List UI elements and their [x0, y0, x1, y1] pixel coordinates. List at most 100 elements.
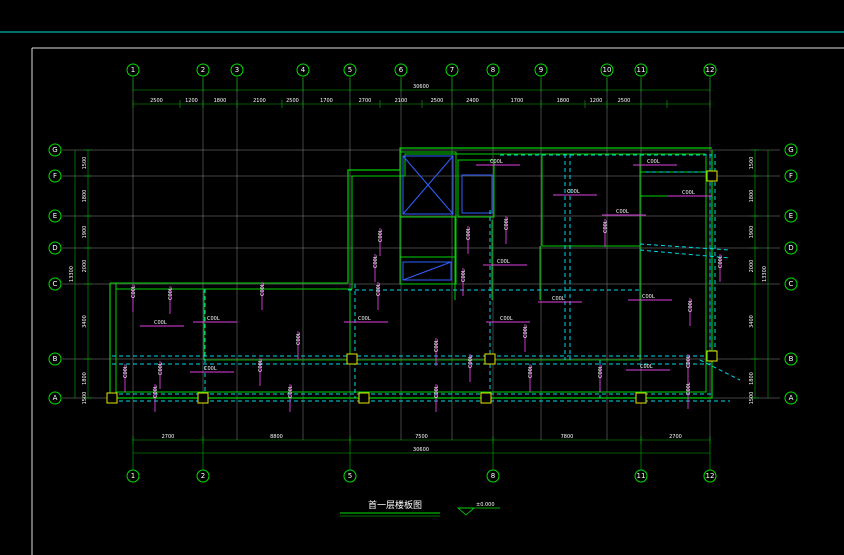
axis-bubble-top-3: 3 — [230, 63, 244, 77]
slab-label: C00L — [603, 220, 609, 233]
axis-bubble-left-B: B — [48, 352, 62, 366]
axis-bubble-right-C: C — [784, 277, 798, 291]
axis-bubble-bottom-11: 11 — [634, 469, 648, 483]
slab-label: C00L — [640, 364, 653, 370]
column-8 — [706, 170, 718, 182]
dim-side: 1500 — [749, 392, 755, 405]
slab-label: C00L — [168, 287, 174, 300]
slab-label: C00L — [434, 339, 440, 352]
axis-bubble-top-12: 12 — [703, 63, 717, 77]
axis-bubble-top-8: 8 — [486, 63, 500, 77]
slab-label: C00L — [688, 299, 694, 312]
column-0 — [197, 392, 209, 404]
axis-bubble-bottom-5: 5 — [343, 469, 357, 483]
slab-label: C00L — [158, 362, 164, 375]
dim-side: 1900 — [82, 226, 88, 239]
slab-label: C00L — [207, 316, 220, 322]
dim-top: 1200 — [185, 98, 198, 104]
slab-label: C00L — [552, 296, 565, 302]
beam-lines — [112, 154, 741, 402]
slab-label: C00L — [378, 229, 384, 242]
slab-label: C00L — [373, 255, 379, 268]
axis-label: 8 — [491, 66, 495, 74]
dim-side: 1500 — [82, 392, 88, 405]
axis-label: E — [53, 212, 57, 220]
slab-label: C00L — [468, 355, 474, 368]
axis-bubble-left-G: G — [48, 143, 62, 157]
slab-label: C00L — [461, 269, 467, 282]
dim-side: 1900 — [749, 226, 755, 239]
axis-label: 10 — [603, 66, 612, 74]
dim-side: 2000 — [749, 260, 755, 273]
axis-label: 5 — [348, 472, 352, 480]
axis-bubble-right-E: E — [784, 209, 798, 223]
dim-side-total: 13300 — [762, 266, 768, 282]
axis-bubble-bottom-8: 8 — [486, 469, 500, 483]
axis-label: 1 — [131, 66, 135, 74]
axis-label: G — [788, 146, 793, 154]
dim-top: 2100 — [253, 98, 266, 104]
dim-top: 2500 — [150, 98, 163, 104]
slab-label: C00L — [123, 365, 129, 378]
dim-side: 1500 — [749, 157, 755, 170]
drawing-title: 首一层楼板图 — [368, 499, 422, 511]
dim-top: 2500 — [431, 98, 444, 104]
axis-label: 11 — [637, 66, 646, 74]
axis-bubble-top-4: 4 — [296, 63, 310, 77]
dim-overall-top: 30600 — [413, 84, 429, 90]
axis-label: 2 — [201, 66, 205, 74]
slab-label: C00L — [154, 320, 167, 326]
drawing-title-block: 首一层楼板图 ±0.000 — [340, 499, 500, 517]
dim-side: 1800 — [749, 372, 755, 385]
dim-side: 1800 — [82, 372, 88, 385]
axis-bubble-right-D: D — [784, 241, 798, 255]
dim-bottom: 2700 — [669, 434, 682, 440]
column-6 — [706, 350, 718, 362]
axis-label: 4 — [301, 66, 306, 74]
dim-top: 1800 — [214, 98, 227, 104]
slab-label: C00L — [260, 283, 266, 296]
slab-rebar-marks — [124, 164, 721, 412]
slab-label: C00L — [153, 385, 159, 398]
axis-bubble-top-1: 1 — [126, 63, 140, 77]
axis-label: 8 — [491, 472, 495, 480]
axis-bubble-bottom-12: 12 — [703, 469, 717, 483]
axis-bubble-top-10: 10 — [600, 63, 614, 77]
dim-top: 1700 — [511, 98, 524, 104]
axis-bubble-top-7: 7 — [445, 63, 459, 77]
column-7 — [106, 392, 118, 404]
dim-bottom: 7500 — [415, 434, 428, 440]
axis-label: D — [52, 244, 57, 252]
axis-label: G — [52, 146, 57, 154]
axis-bubble-right-G: G — [784, 143, 798, 157]
column-2 — [480, 392, 492, 404]
dim-bottom: 2700 — [162, 434, 175, 440]
axis-bubble-top-6: 6 — [394, 63, 408, 77]
axis-bubble-top-11: 11 — [634, 63, 648, 77]
slab-label: C00L — [642, 294, 655, 300]
slab-label: C00L — [258, 359, 264, 372]
structural-columns — [106, 170, 718, 404]
elevator-shaft — [402, 155, 493, 281]
axis-bubble-top-2: 2 — [196, 63, 210, 77]
slab-label: C00L — [523, 325, 529, 338]
axis-bubble-bottom-1: 1 — [126, 469, 140, 483]
axis-grid-vertical — [132, 78, 711, 440]
axis-label: 5 — [348, 66, 352, 74]
axis-label: C — [53, 280, 58, 288]
axis-grid-horizontal — [62, 149, 780, 399]
dim-side: 1500 — [82, 157, 88, 170]
dim-side: 3400 — [82, 315, 88, 328]
slab-label: C00L — [358, 316, 371, 322]
column-3 — [635, 392, 647, 404]
axis-bubble-left-D: D — [48, 241, 62, 255]
dim-top: 2500 — [286, 98, 299, 104]
dim-overall-bottom: 30600 — [413, 447, 429, 453]
axis-label: 12 — [706, 66, 715, 74]
dim-top: 2400 — [466, 98, 479, 104]
dim-bottom: 7800 — [561, 434, 574, 440]
axis-bubble-top-5: 5 — [343, 63, 357, 77]
slab-label: C00L — [567, 189, 580, 195]
slab-label: C00L — [490, 159, 503, 165]
